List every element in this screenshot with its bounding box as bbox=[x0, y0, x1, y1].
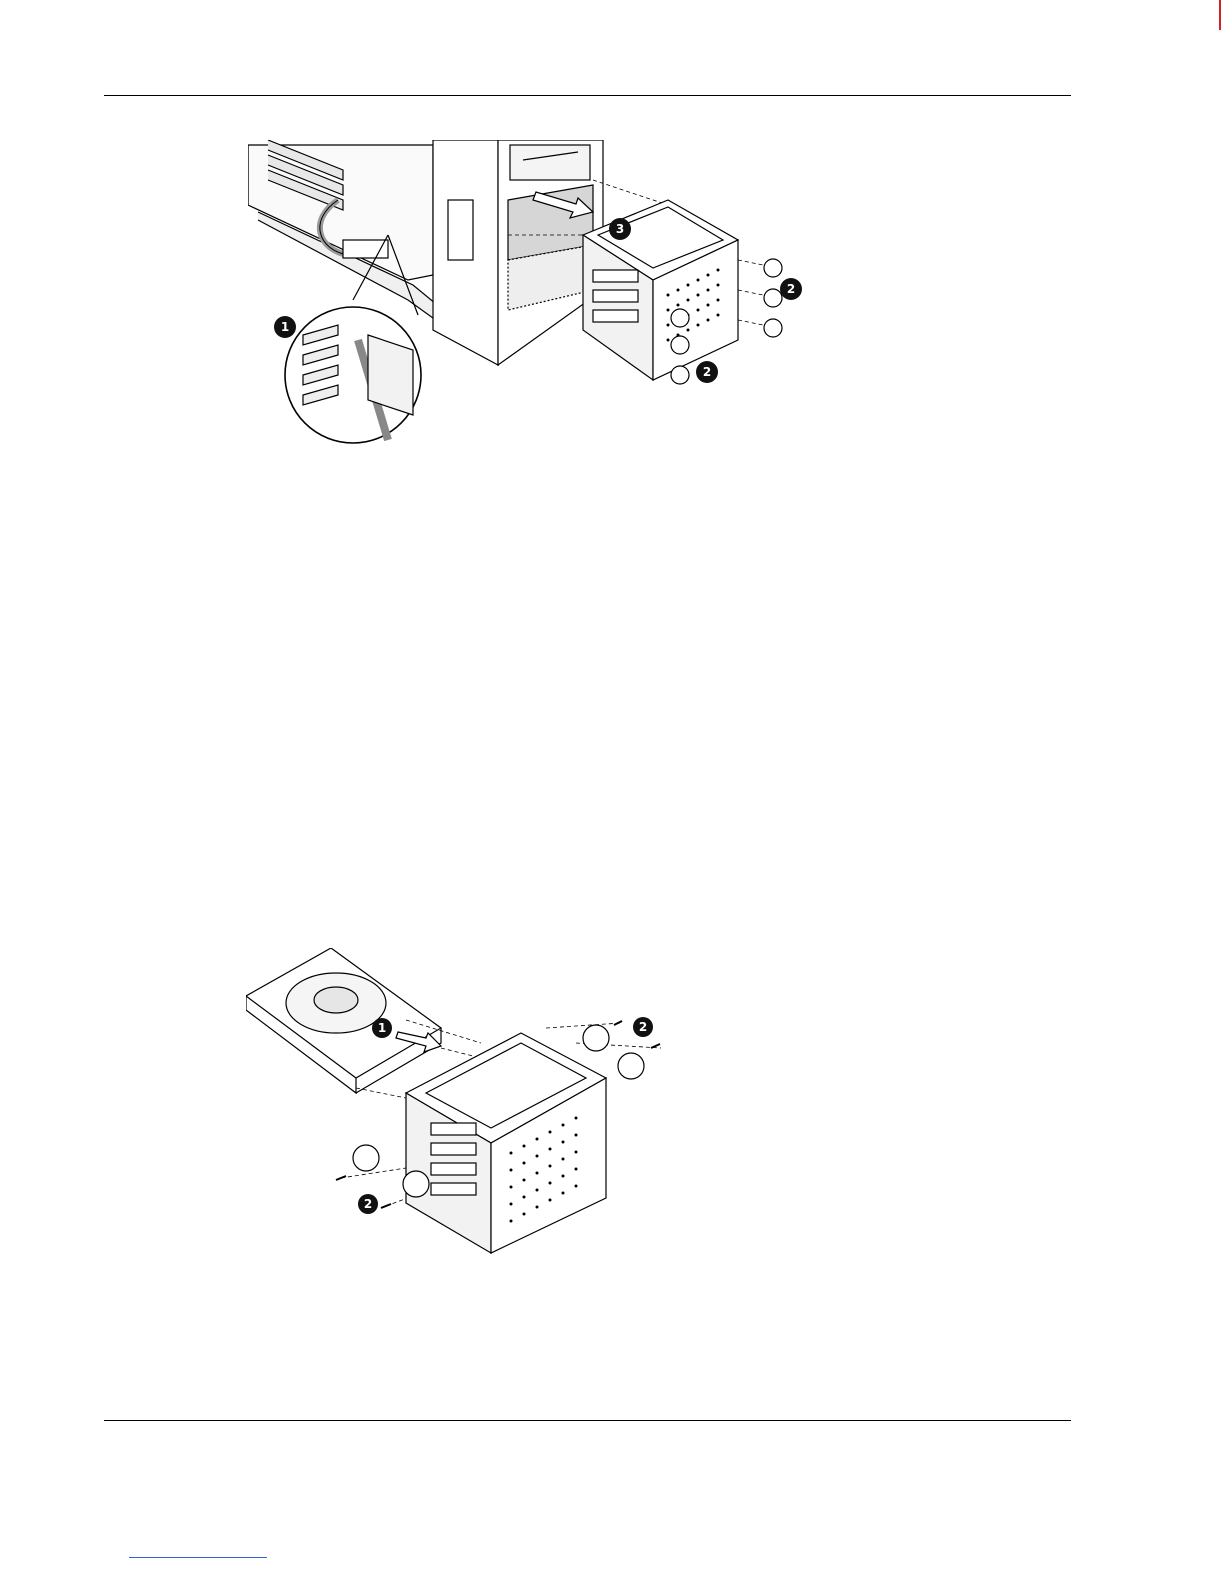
callout-2-right: 2 bbox=[780, 278, 802, 300]
footer-link-underline[interactable] bbox=[129, 1557, 267, 1558]
svg-text:2: 2 bbox=[787, 282, 795, 296]
svg-text:2: 2 bbox=[703, 365, 711, 379]
footer-rule bbox=[104, 1420, 1071, 1421]
header-link-marker bbox=[1219, 0, 1221, 30]
callout-2-bottom: 2 bbox=[696, 361, 718, 383]
svg-text:3: 3 bbox=[616, 222, 624, 236]
callout-2-right: 2 bbox=[633, 1017, 653, 1037]
figure-remove-hard-drive: 1 2 2 bbox=[246, 948, 670, 1256]
figure-remove-drive-cage: 1 2 2 3 bbox=[248, 140, 808, 460]
callout-1: 1 bbox=[274, 316, 296, 338]
callout-1: 1 bbox=[372, 1018, 392, 1038]
svg-text:2: 2 bbox=[639, 1020, 647, 1034]
svg-text:1: 1 bbox=[378, 1021, 386, 1035]
callout-3: 3 bbox=[609, 218, 631, 240]
svg-text:1: 1 bbox=[281, 320, 289, 334]
callout-2-left: 2 bbox=[358, 1194, 378, 1214]
svg-text:2: 2 bbox=[364, 1197, 372, 1211]
header-rule bbox=[104, 95, 1071, 96]
